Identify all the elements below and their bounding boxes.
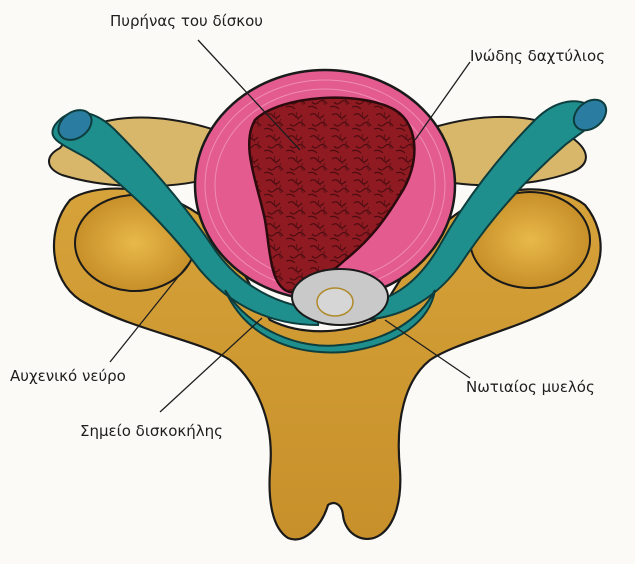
spinal-cord-label: Νωτιαίος μυελός (466, 378, 595, 396)
herniation-label: Σημείο δισκοκήλης (80, 422, 223, 440)
spinal-cord-inner (317, 288, 353, 316)
annulus-label: Ινώδης δαχτύλιος (470, 47, 605, 65)
nucleus-label: Πυρήνας του δίσκου (110, 12, 263, 30)
nerve-label: Αυχενικό νεύρο (10, 367, 126, 385)
